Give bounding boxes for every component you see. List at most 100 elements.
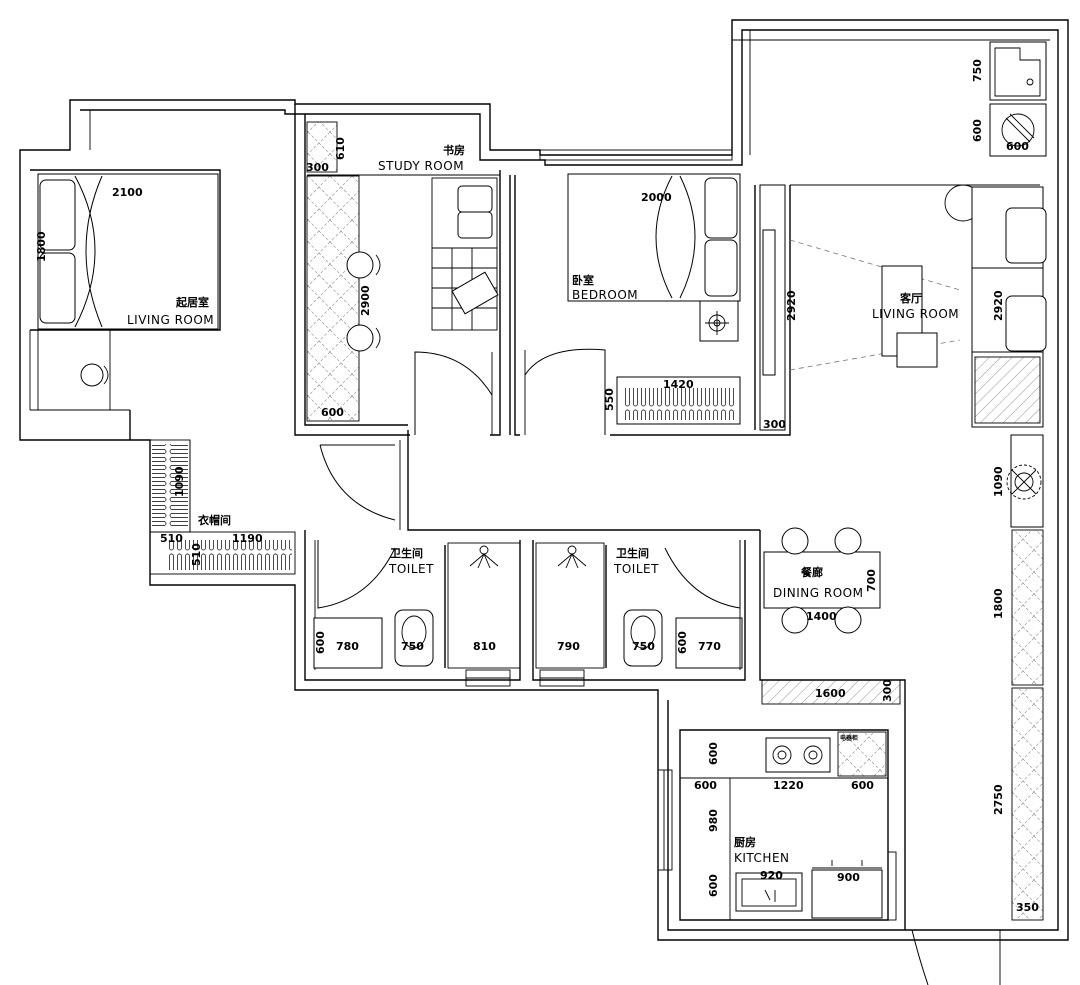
master-living-room: 2100 1800 起居室 LIVING ROOM xyxy=(29,169,221,411)
chair-icon xyxy=(80,363,109,387)
shower-head-icon xyxy=(469,545,499,569)
appliance-cabinet xyxy=(837,731,887,777)
basin-cabinet xyxy=(313,617,383,669)
cushion-icon xyxy=(457,185,493,213)
kitchen: 600 600 1220 600 980 920 900 600 厨房 KITC… xyxy=(679,729,889,921)
dim-kitchen-side-length: 980 xyxy=(707,809,720,832)
study-shelf-top xyxy=(306,121,338,173)
washer-drum-icon xyxy=(1001,113,1035,147)
room-label-zh: 厨房 xyxy=(734,835,756,849)
room-label-zh: 卫生间 xyxy=(390,546,423,560)
dim-dining-table-depth: 700 xyxy=(865,569,878,592)
lamp-icon xyxy=(705,311,729,335)
dim-kitchen-side-depth: 600 xyxy=(694,779,717,792)
corridor-cabinets: 1090 1800 2750 350 xyxy=(992,434,1044,921)
toilet-left: 600 780 750 810 卫生间 TOILET xyxy=(304,530,521,687)
room-label-zh: 书房 xyxy=(443,143,465,157)
cushion-icon xyxy=(1005,295,1047,352)
dim-corridor-cabinet-depth: 350 xyxy=(1016,901,1039,914)
gas-stove xyxy=(765,737,831,773)
exterior-walls xyxy=(19,19,1069,941)
dim-bed-master-depth: 1800 xyxy=(35,231,48,262)
chair-icon xyxy=(781,527,809,555)
armchair-icon xyxy=(451,271,499,315)
shower xyxy=(447,542,521,669)
room-label-zh: 衣帽间 xyxy=(198,513,231,527)
dim-toilet-l-wc: 750 xyxy=(401,640,424,653)
dining-room: 700 1400 1600 300 餐廊 DINING ROOM xyxy=(759,527,906,930)
shower xyxy=(535,542,605,669)
toilet-bowl-icon xyxy=(394,609,434,667)
basin-cabinet xyxy=(675,617,743,669)
room-label-zh: 起居室 xyxy=(175,295,209,309)
fridge xyxy=(811,869,883,919)
dim-kitchen-sink: 920 xyxy=(760,869,783,882)
dim-corridor-cabinet-a: 1800 xyxy=(992,588,1005,619)
dim-bed-width: 2000 xyxy=(641,191,672,204)
dim-kitchen-top-length: 1220 xyxy=(773,779,804,792)
shower-head-icon xyxy=(557,545,587,569)
appliance-label: 电器柜 xyxy=(840,734,858,742)
toilet-right: 790 750 600 770 卫生间 TOILET xyxy=(532,540,746,687)
dim-toilet-l-shower: 810 xyxy=(473,640,496,653)
dim-kitchen-sink-depth: 600 xyxy=(707,874,720,897)
dim-bedroom-gap: 550 xyxy=(603,388,616,411)
dim-toilet-l-basin: 780 xyxy=(336,640,359,653)
dim-toilet-r-shower: 790 xyxy=(557,640,580,653)
room-label-en: BEDROOM xyxy=(572,288,638,302)
dim-cloak-vertical: 1090 xyxy=(173,466,186,497)
plant-icon xyxy=(1006,464,1042,500)
chair-icon xyxy=(346,251,381,279)
dining-table xyxy=(763,551,881,609)
dim-toilet-r-wc: 750 xyxy=(632,640,655,653)
dim-corridor-cabinet-b: 2750 xyxy=(992,784,1005,815)
side-table xyxy=(896,332,938,368)
dim-sofa-length: 2920 xyxy=(992,290,1005,321)
study-desk xyxy=(306,175,360,422)
corridor-door xyxy=(319,430,760,531)
dim-kitchen-top-depth: 600 xyxy=(707,742,720,765)
nightstand xyxy=(699,300,739,342)
dim-bed-master-width: 2100 xyxy=(112,186,143,199)
room-label-zh: 卫生间 xyxy=(616,546,649,560)
cloakroom: 1090 510 510 1190 衣帽间 xyxy=(129,410,296,575)
cushion-icon xyxy=(1005,207,1047,264)
pillow-icon xyxy=(39,252,76,324)
dim-toilet-r-basin-depth: 600 xyxy=(676,631,689,654)
burner-icon xyxy=(772,745,792,765)
dim-tv-depth: 300 xyxy=(763,418,786,431)
study-room: 300 610 2900 600 书房 STUDY ROOM xyxy=(294,104,511,436)
storage-cabinet xyxy=(1011,687,1044,921)
bedroom: 2000 1420 550 2920 300 卧室 BEDROOM xyxy=(514,173,798,436)
dim-balcony-washer: 600 xyxy=(971,119,984,142)
chair-icon xyxy=(781,606,809,634)
dim-cloak-horizontal: 1190 xyxy=(232,532,263,545)
burner-icon xyxy=(803,745,823,765)
toilet-bowl-icon xyxy=(623,609,663,667)
room-label-en: TOILET xyxy=(613,562,659,576)
dim-bed-wardrobe: 1420 xyxy=(663,378,694,391)
shoe-cabinet xyxy=(1010,434,1044,528)
dim-shoe-cabinet: 1090 xyxy=(992,466,1005,497)
dim-balcony-top: 750 xyxy=(971,59,984,82)
dim-dining-cabinet: 1600 xyxy=(815,687,846,700)
room-label-en: LIVING ROOM xyxy=(127,313,214,327)
room-label-zh: 餐廊 xyxy=(800,565,823,579)
dim-study-desk: 600 xyxy=(321,406,344,419)
tv xyxy=(762,229,776,376)
chair-icon xyxy=(834,606,862,634)
room-label-en: KITCHEN xyxy=(734,851,790,865)
pillow-icon xyxy=(704,177,738,239)
dim-cloak-depth-b: 510 xyxy=(190,543,203,566)
dim-washer-label: 600 xyxy=(1006,140,1029,153)
dim-cloak-depth-a: 510 xyxy=(160,532,183,545)
dining-cabinet xyxy=(761,679,901,705)
dim-toilet-l-basin-depth: 600 xyxy=(314,631,327,654)
dim-dining-cabinet-depth: 300 xyxy=(881,679,894,702)
dim-tv-wall: 2920 xyxy=(785,290,798,321)
chair-icon xyxy=(834,527,862,555)
dim-kitchen-fridge: 900 xyxy=(837,871,860,884)
room-label-en: STUDY ROOM xyxy=(378,159,464,173)
chair-icon xyxy=(346,324,381,352)
